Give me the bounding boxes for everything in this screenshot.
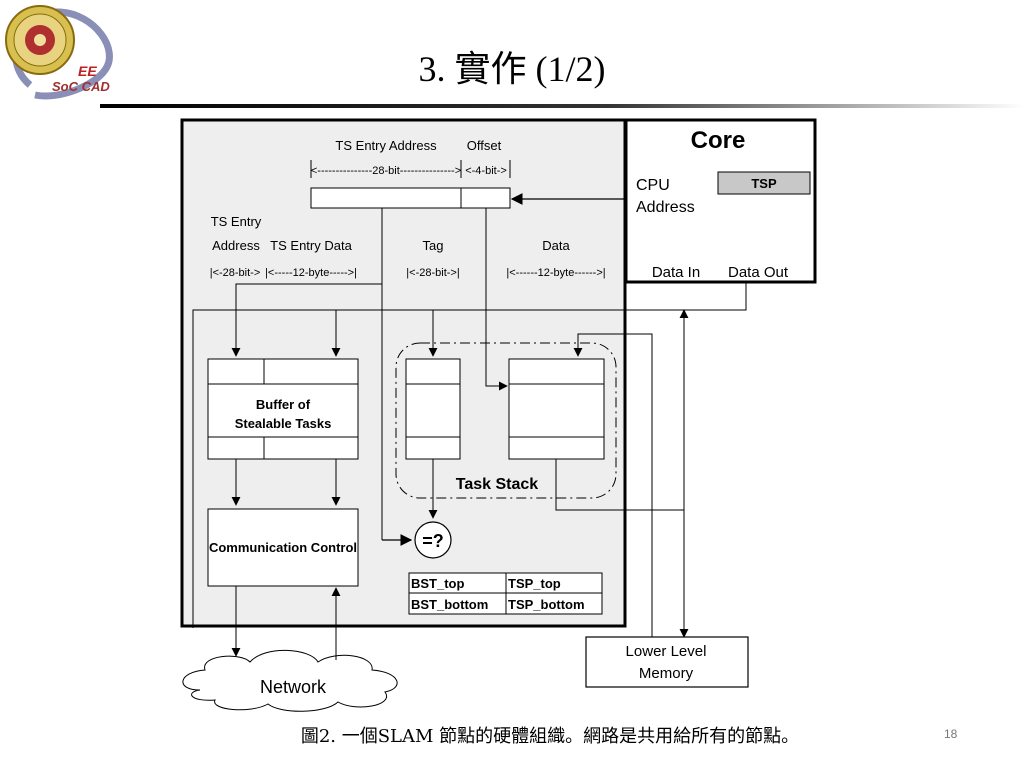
compare-label: =? [422, 531, 444, 551]
network-label: Network [260, 677, 327, 697]
buffer-label-line2: Stealable Tasks [235, 416, 332, 431]
task-stack-label: Task Stack [456, 476, 539, 493]
university-logo [5, 5, 113, 100]
buffer-label: Buffer of [256, 397, 311, 412]
logo-line-soc-cad: SoC CAD [52, 79, 110, 94]
page-number: 18 [944, 727, 958, 741]
figure-caption: 圖2. 一個SLAM 節點的硬體組織。網路是共用給所有的節點。 [300, 726, 800, 747]
communication-control [207, 508, 359, 587]
slam-node-diagram: Core CPU Address TSP Data In Data Out TS… [180, 118, 817, 712]
tsp-top-label: TSP_top [508, 576, 561, 591]
lower-level-memory [585, 636, 749, 688]
title-divider [100, 104, 1024, 108]
ts-entry-header: TS Entry [211, 214, 262, 229]
address-header: Address [212, 238, 260, 253]
network-cloud [182, 649, 398, 712]
data-bits-span: |<------12-byte------>| [506, 267, 605, 279]
bst-bottom-label: BST_bottom [411, 597, 488, 612]
address-bits-span: |<-28-bit-> [210, 267, 261, 279]
tag-header: Tag [423, 238, 444, 253]
offset-header: Offset [467, 138, 502, 153]
lower-level-memory-label-line2: Memory [639, 665, 694, 682]
tsp-register-label: TSP [751, 176, 777, 191]
task-stack-data-column [508, 358, 605, 460]
address-register [310, 187, 511, 209]
offset-4bit-span: <-4-bit-> [465, 165, 507, 177]
data-header: Data [542, 238, 570, 253]
core-title: Core [691, 127, 746, 154]
logo-line-ee: EE [78, 63, 97, 79]
lower-level-memory-label: Lower Level [626, 643, 707, 660]
slide-title: 3. 實作 (1/2) [418, 49, 606, 89]
buffer-of-stealable-tasks [207, 358, 359, 460]
tsp-bottom-label: TSP_bottom [508, 597, 585, 612]
task-stack-tag-column [405, 358, 461, 460]
cpu-address-label-line2: Address [636, 199, 695, 216]
data-bytes-span: |<-----12-byte----->| [265, 267, 357, 279]
cpu-address-label: CPU [636, 177, 670, 194]
bst-top-label: BST_top [411, 576, 465, 591]
tag-bits-span: |<-28-bit->| [406, 267, 459, 279]
ts-entry-address-header: TS Entry Address [335, 138, 437, 153]
communication-control-label: Communication Control [209, 540, 357, 555]
data-out-label: Data Out [728, 264, 789, 281]
core-box [624, 118, 817, 284]
data-in-label: Data In [652, 264, 700, 281]
logo-text: EE SoC CAD [52, 63, 110, 95]
compare-node [414, 521, 452, 559]
task-stack-region [395, 342, 617, 499]
address-28bit-span: <---------------28-bit---------------> [311, 165, 461, 177]
tsp-register [717, 171, 811, 195]
ts-entry-data-header: TS Entry Data [270, 238, 352, 253]
